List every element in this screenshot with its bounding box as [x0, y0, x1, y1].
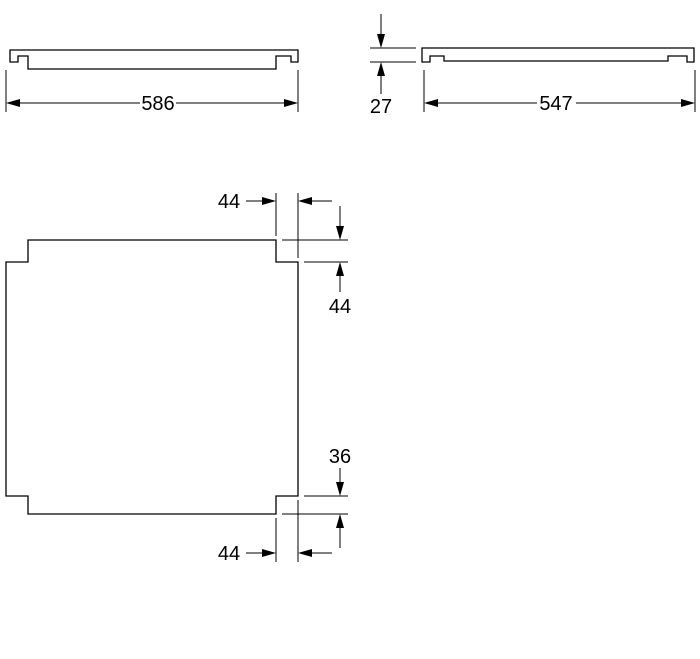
arrowhead-top-44-left [298, 197, 312, 205]
dimension-bottom-notch-width: 44 [218, 543, 240, 565]
arrowhead-bottom-44-left [298, 549, 312, 557]
side-view-left: 586 [5, 49, 299, 115]
side-profile-right [421, 47, 695, 63]
arrowhead-top-44-right [262, 197, 276, 205]
arrowhead-27-up [377, 62, 385, 76]
arrowhead-586-right [284, 99, 298, 107]
dimension-top-notch-depth: 44 [329, 296, 351, 318]
dimension-top-notch-width: 44 [218, 191, 240, 213]
arrowhead-547-right [681, 99, 695, 107]
dimension-bottom-notch-depth: 36 [329, 446, 351, 468]
arrowhead-bottom-44-right [262, 549, 276, 557]
plate-outline [5, 239, 299, 515]
side-profile-left [9, 49, 299, 70]
arrowhead-top-depth-down [336, 226, 344, 240]
arrowhead-bottom-depth-up [336, 514, 344, 528]
dimension-586: 586 [141, 93, 174, 115]
arrowhead-547-left [424, 99, 438, 107]
arrowhead-bottom-depth-down [336, 482, 344, 496]
arrowhead-top-depth-up [336, 262, 344, 276]
arrowhead-586-left [6, 99, 20, 107]
plan-view: 44 44 36 44 [5, 191, 351, 565]
dimension-547: 547 [539, 93, 572, 115]
dimension-27: 27 [370, 96, 392, 118]
arrowhead-27-down [377, 34, 385, 48]
side-view-right: 547 27 [370, 14, 696, 118]
